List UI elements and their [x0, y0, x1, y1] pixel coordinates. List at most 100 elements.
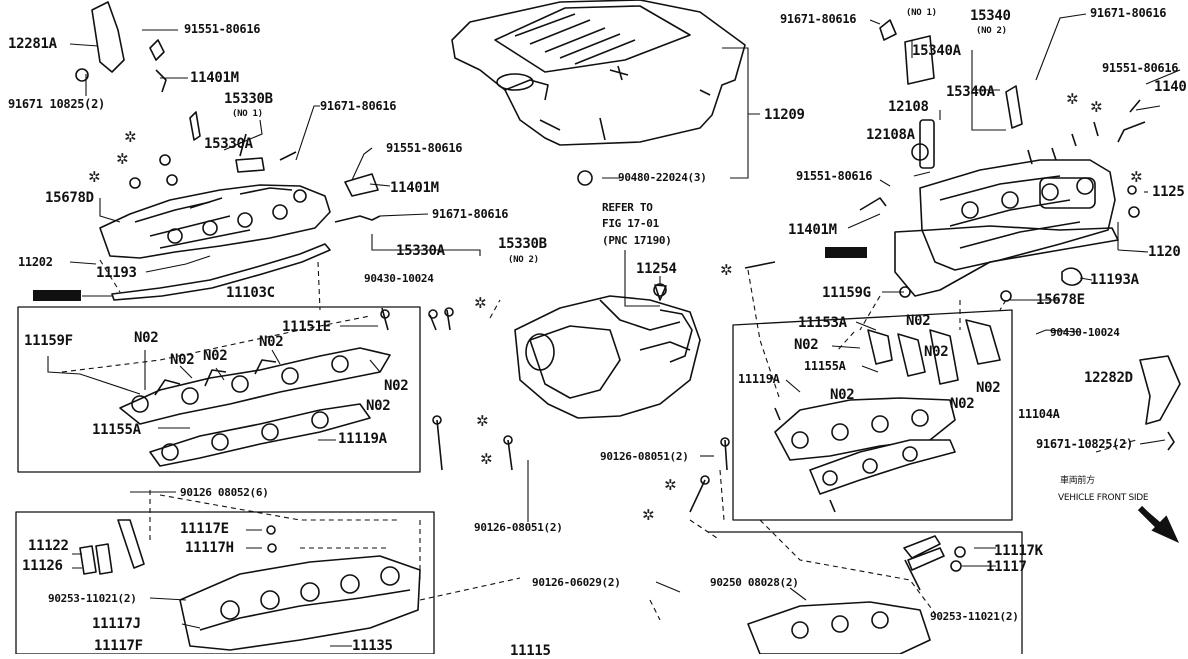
- star-marker-icon: ✲: [1066, 90, 1079, 108]
- star-marker-icon: ✲: [88, 168, 101, 186]
- part-label: 12282D: [1084, 370, 1133, 386]
- star-marker-icon: ✲: [474, 294, 487, 312]
- star-marker-icon: ✲: [1090, 98, 1103, 116]
- refer-note: (PNC 17190): [602, 234, 672, 247]
- part-label: 15678D: [45, 190, 94, 206]
- part-label: 11155A: [804, 359, 846, 373]
- part-label: N02: [366, 398, 391, 414]
- part-label: 11209: [764, 107, 805, 123]
- part-label: 11193A: [1090, 272, 1139, 288]
- star-marker-icon: ✲: [124, 128, 137, 146]
- part-label: (NO 1): [906, 8, 937, 18]
- refer-note: FIG 17-01: [602, 217, 659, 230]
- part-label: 11202: [18, 255, 53, 269]
- part-label: N02: [976, 380, 1001, 396]
- star-marker-icon: ✲: [476, 412, 489, 430]
- intake-manifold: [514, 295, 701, 419]
- vehicle-front-label-jp: 車両前方: [1060, 476, 1095, 486]
- part-label: 91551-80616: [1102, 61, 1179, 75]
- bracket-12282D: [1139, 355, 1181, 425]
- part-label: 11115: [510, 643, 551, 659]
- left-camshafts: [119, 347, 391, 467]
- part-label: N02: [906, 313, 931, 329]
- part-label: 91671-80616: [432, 207, 509, 221]
- part-label: 11119A: [738, 372, 780, 386]
- part-label: N02: [950, 396, 975, 412]
- part-label: 11153A: [798, 315, 847, 331]
- part-label: 11119A: [338, 431, 387, 447]
- part-label: 91551-80616: [796, 169, 873, 183]
- refer-note: REFER TO: [602, 201, 653, 214]
- star-marker-icon: ✲: [720, 261, 733, 279]
- part-label: 90126-08051(2): [474, 521, 563, 534]
- part-label: 12108: [888, 99, 929, 115]
- part-label: 11117H: [185, 540, 234, 556]
- left-gasket-11193: [111, 243, 331, 301]
- right-valve-cover: [919, 159, 1116, 271]
- part-label: 11193: [96, 265, 137, 281]
- seal-11193A: [1061, 267, 1083, 286]
- part-label: 1120: [1148, 244, 1181, 260]
- part-label: 91671-10825(2): [1036, 437, 1133, 451]
- part-label: 15678E: [1036, 292, 1085, 308]
- blacked-out-label: [33, 290, 81, 301]
- part-label: 11155A: [92, 422, 141, 438]
- part-label: 91551-80616: [184, 22, 261, 36]
- star-marker-icon: ✲: [642, 506, 655, 524]
- left-cylinder-head: [179, 555, 421, 651]
- part-label: N02: [794, 337, 819, 353]
- star-marker-icon: ✲: [480, 450, 493, 468]
- part-label: 15340A: [912, 43, 961, 59]
- right-cylinder-head: [747, 601, 931, 654]
- part-label: 91671-80616: [320, 99, 397, 113]
- part-label: 91671-80616: [780, 12, 857, 26]
- part-label: 12281A: [8, 36, 57, 52]
- part-label: (NO 2): [976, 26, 1007, 36]
- sensors-right: [859, 19, 1146, 218]
- part-label: 1140: [1154, 79, 1187, 95]
- part-label: 11103C: [226, 285, 275, 301]
- part-label: 90126 08052(6): [180, 486, 269, 499]
- bracket-12281A: [91, 1, 125, 73]
- part-label: 90430-10024: [1050, 326, 1120, 339]
- part-label: 11126: [22, 558, 63, 574]
- part-label: 11104A: [1018, 407, 1060, 421]
- part-label: N02: [384, 378, 409, 394]
- part-label: 90480-22024(3): [618, 171, 707, 184]
- part-label: (NO 1): [232, 109, 263, 119]
- part-label: 90430-10024: [364, 272, 434, 285]
- right-gasket-11193A: [894, 225, 1119, 297]
- part-label: 11151E: [282, 319, 331, 335]
- part-label: N02: [259, 334, 284, 350]
- star-marker-icon: ✲: [1130, 168, 1143, 186]
- part-label: N02: [203, 348, 228, 364]
- part-label: 11135: [352, 638, 393, 654]
- vehicle-front-arrow-icon: [1137, 505, 1180, 544]
- part-label: 11117: [986, 559, 1027, 575]
- part-label: 15330B: [224, 91, 273, 107]
- part-label: N02: [134, 330, 159, 346]
- part-label: N02: [830, 387, 855, 403]
- part-label: 15340A: [946, 84, 995, 100]
- part-label: 15340: [970, 8, 1011, 24]
- part-label: 90253-11021(2): [930, 610, 1019, 623]
- sensors-left: [75, 39, 381, 223]
- part-label: 11117F: [94, 638, 143, 654]
- star-marker-icon: ✲: [664, 476, 677, 494]
- part-label: 11159G: [822, 285, 871, 301]
- part-label: 11159F: [24, 333, 73, 349]
- star-marker-icon: ✲: [116, 150, 129, 168]
- part-label: 91551-80616: [386, 141, 463, 155]
- part-label: 12108A: [866, 127, 915, 143]
- part-label: N02: [170, 352, 195, 368]
- engine-cover-11209: [451, 0, 746, 146]
- part-label: 11254: [636, 261, 677, 277]
- part-label: 11401M: [788, 222, 837, 238]
- part-label: 90126-08051(2): [600, 450, 689, 463]
- part-label: 11122: [28, 538, 69, 554]
- right-cam-caps: [867, 319, 1001, 385]
- part-label: 90126-06029(2): [532, 576, 621, 589]
- part-label: 11117K: [994, 543, 1043, 559]
- bolts: [266, 143, 1012, 572]
